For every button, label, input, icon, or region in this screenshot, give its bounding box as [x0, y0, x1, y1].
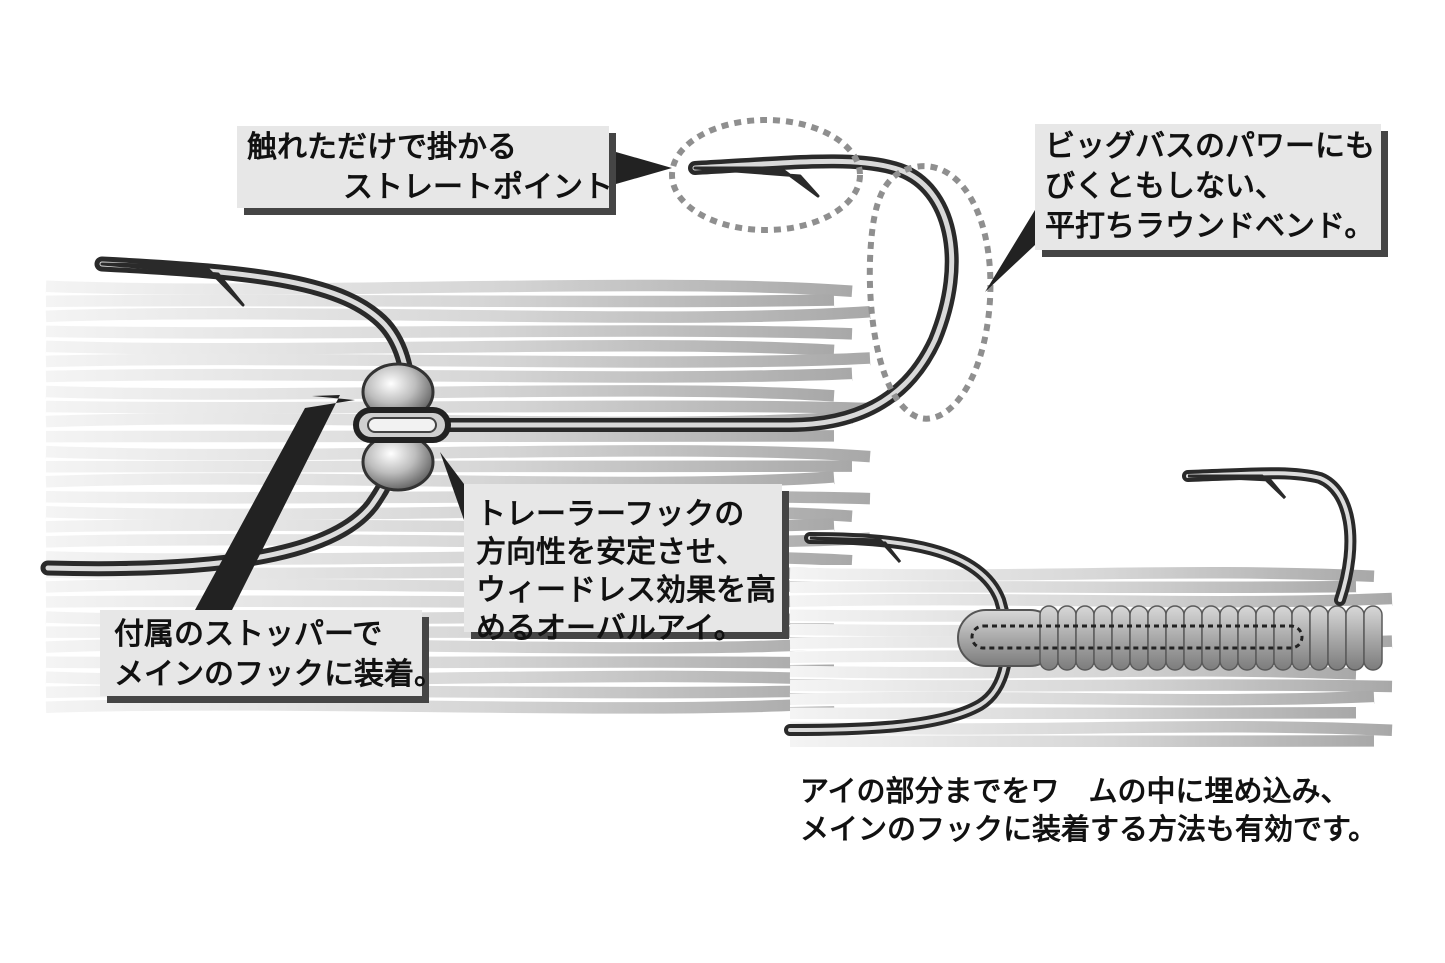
leader-eye	[440, 452, 464, 520]
skirt-strand-edge	[45, 396, 835, 404]
callout-oval-eye-line3: ウィードレス効果を高	[476, 573, 776, 608]
callout-stopper-line1: 付属のストッパーで	[114, 617, 383, 652]
point-highlight-outline	[669, 117, 863, 233]
callout-stopper-line2: メインのフックに装着。	[114, 657, 444, 692]
callout-straight-point-line2: ストレートポイント	[343, 170, 613, 205]
skirt-strand-edge	[789, 592, 1357, 596]
worm-segment	[1165, 605, 1185, 671]
skirt-strand	[789, 567, 1375, 584]
worm-segment	[1111, 605, 1131, 671]
skirt-strand-edge	[45, 471, 853, 475]
callout-straight-point-line1: 触れただけで掛かる	[247, 130, 517, 165]
skirt-strand	[45, 279, 853, 299]
skirt-strand	[45, 697, 835, 716]
worm-segment	[1273, 605, 1293, 671]
dotted-highlights	[669, 117, 994, 422]
skirt-strand-edge	[45, 336, 853, 342]
skirt-strand	[45, 400, 871, 416]
skirt-strand	[45, 352, 871, 370]
skirt-strand	[789, 665, 1357, 682]
skirt-strand	[45, 471, 835, 490]
embedded-eye-outline	[970, 624, 1304, 650]
skirt-strand	[45, 460, 853, 475]
skirt-strand	[45, 445, 871, 464]
worm-segment	[1075, 605, 1095, 671]
main-hook	[438, 154, 959, 432]
skirt-strand-edge	[789, 604, 1393, 610]
skirt-strand-edge	[789, 718, 1357, 722]
worm-segment	[1039, 605, 1059, 671]
main-hook-barb	[693, 166, 820, 198]
callout-stopper: 付属のストッパーで メインのフックに装着。	[100, 610, 444, 696]
callout-round-bend: ビッグバスのパワーにも びくともしない、 平打ちラウンドベンド。	[1035, 124, 1381, 250]
worm-segment	[1057, 605, 1077, 671]
skirt-strand-edge	[45, 317, 871, 325]
worm-segment	[1147, 605, 1167, 671]
trailer-hook-barb	[100, 262, 245, 307]
skirt-strand	[45, 294, 835, 309]
skirt-strand	[789, 592, 1393, 609]
worm-segment	[1363, 605, 1383, 671]
leader-bend	[985, 210, 1035, 292]
skirt-strand-edge	[45, 695, 853, 701]
worm-rig	[784, 467, 1383, 736]
worm-segment	[1255, 605, 1275, 671]
callout-oval-eye: トレーラーフックの 方向性を安定させ、 ウィードレス効果を高 めるオーバルアイ。	[464, 484, 782, 646]
callout-oval-eye-line2: 方向性を安定させ、	[476, 535, 746, 570]
worm-segment	[1327, 605, 1347, 671]
skirt-strand	[45, 430, 835, 444]
worm-body	[957, 605, 1383, 671]
callout-oval-eye-line4: めるオーバルアイ。	[476, 611, 744, 646]
embedding-note-line1: アイの部分までをワ ムの中に埋め込み、	[800, 774, 1350, 808]
worm-segment	[1237, 605, 1257, 671]
bend-highlight-outline	[866, 163, 994, 422]
callout-round-bend-line1: ビッグバスのパワーにも	[1045, 129, 1375, 164]
callout-oval-eye-line1: トレーラーフックの	[476, 497, 745, 532]
skirt-strand	[45, 340, 835, 358]
worm-segment	[1219, 605, 1239, 671]
skirt-strand	[789, 690, 1375, 707]
callout-round-bend-line3: 平打ちラウンドベンド。	[1045, 209, 1375, 244]
worm-segment	[1201, 605, 1221, 671]
worm-segment	[1129, 605, 1149, 671]
callout-round-bend-line2: びくともしない、	[1045, 169, 1285, 204]
worm-segment	[1345, 605, 1365, 671]
worm-segment	[1309, 605, 1329, 671]
skirt-strand	[789, 580, 1357, 595]
skirt-strand	[789, 707, 1357, 721]
skirt-strand-edge	[789, 676, 1357, 682]
leader-stopper	[195, 395, 355, 610]
skirt-strand	[789, 679, 1393, 694]
embedding-note-line2: メインのフックに装着する方法も有効です。	[800, 812, 1378, 846]
skirt-strand	[45, 385, 835, 404]
skirt-strand-edge	[45, 379, 853, 385]
skirt-strand	[45, 367, 853, 385]
stopper-beads	[353, 362, 451, 492]
skirt-strand-edge	[45, 441, 835, 445]
skirt-strand-edge	[45, 708, 835, 716]
worm-main-hook-barb	[1187, 474, 1287, 500]
worm-segment	[1183, 605, 1203, 671]
leader-lines	[195, 150, 1035, 610]
skirt-strand-edge	[789, 702, 1375, 708]
embedding-note: アイの部分までをワ ムの中に埋め込み、 メインのフックに装着する方法も有効です。	[800, 772, 1377, 848]
worm-segment	[1093, 605, 1113, 671]
skirt-strand-edge	[45, 363, 871, 370]
callout-straight-point: 触れただけで掛かる ストレートポイント	[237, 126, 613, 208]
worm-trailer-barb	[809, 536, 902, 564]
leader-point	[609, 150, 672, 186]
skirt-strand	[45, 305, 871, 325]
skirt-strand-edge	[45, 305, 835, 310]
skirt-strand	[45, 325, 853, 342]
